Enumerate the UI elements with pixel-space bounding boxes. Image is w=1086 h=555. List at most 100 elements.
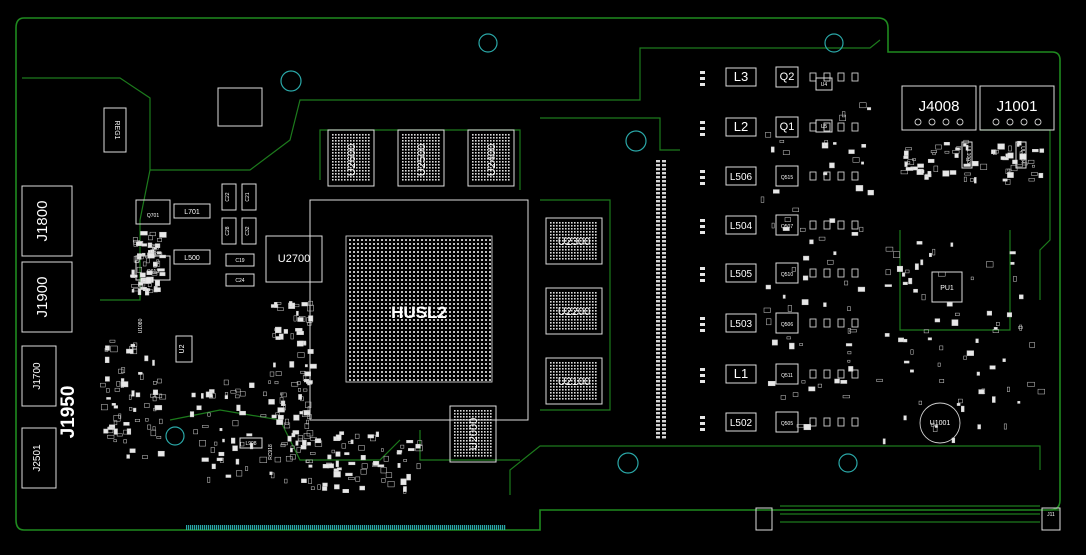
inductor-l1: L1	[700, 364, 757, 384]
inductor-l506: L506	[700, 166, 757, 186]
capacitor-c21: C21	[241, 183, 257, 211]
svg-text:U1080: U1080	[138, 318, 144, 333]
regulator-reg1: REG1	[103, 107, 127, 153]
svg-text:J11: J11	[1047, 512, 1055, 518]
svg-text:Q701: Q701	[147, 213, 159, 219]
svg-text:U4: U4	[821, 82, 828, 88]
mounting-hole	[478, 33, 498, 53]
connector-j1950: J1950	[58, 386, 79, 439]
transistor-q701: Q701	[135, 199, 171, 225]
svg-text:Q510: Q510	[781, 272, 793, 278]
svg-text:J1001: J1001	[997, 98, 1038, 115]
connector-j1001: J1001	[979, 85, 1055, 131]
svg-text:RC918: RC918	[268, 444, 274, 460]
ic-u1001: U1001	[919, 402, 961, 444]
transistor-q510: Q510	[775, 262, 859, 284]
memory-chip: U2300	[545, 217, 603, 265]
svg-text:L3: L3	[734, 69, 748, 84]
svg-text:U2700: U2700	[278, 253, 310, 265]
svg-text:PU1: PU1	[940, 285, 954, 292]
connector-j1700: J1700	[21, 345, 57, 407]
transistor-q515: Q515	[775, 165, 859, 187]
svg-text:L500: L500	[184, 255, 200, 262]
memory-chip: U2100	[545, 357, 603, 405]
memory-chip: U2000	[449, 405, 497, 463]
svg-text:J1900: J1900	[34, 277, 51, 318]
inductor-l500: L500	[173, 249, 211, 265]
svg-text:REG1: REG1	[113, 120, 120, 139]
svg-text:J2501: J2501	[32, 444, 43, 472]
memory-chip-label: U2300	[558, 236, 590, 248]
svg-text:Q1: Q1	[780, 121, 795, 133]
part-u1080: U1080	[138, 318, 144, 333]
part-ul1003: UL1003	[961, 141, 973, 169]
svg-text:L506: L506	[730, 172, 753, 183]
svg-text:C21: C21	[245, 192, 251, 201]
svg-text:L505: L505	[730, 269, 753, 280]
capacitor-c32: C32	[241, 217, 257, 245]
svg-text:C32: C32	[245, 226, 251, 235]
memory-chip-label: U2100	[558, 376, 590, 388]
svg-text:L701: L701	[184, 209, 200, 216]
svg-text:Q515: Q515	[781, 175, 793, 181]
connector-j1900: J1900	[21, 261, 73, 333]
svg-text:J1700: J1700	[32, 362, 43, 390]
memory-chip: U2200	[545, 287, 603, 335]
svg-text:L503: L503	[730, 319, 753, 330]
pcie-edge-connector	[186, 525, 506, 530]
svg-text:L1: L1	[734, 366, 748, 381]
memory-chip: U2600	[327, 129, 375, 187]
svg-text:L504: L504	[730, 221, 753, 232]
mounting-hole	[617, 452, 639, 474]
inductor-l505: L505	[700, 263, 757, 283]
memory-chip-label: U2500	[416, 144, 428, 176]
inductor-l503: L503	[700, 313, 757, 333]
mounting-hole	[824, 33, 844, 53]
memory-chip-label: U2000	[468, 418, 480, 450]
inductor-l701: L701	[173, 203, 211, 219]
transistor-q505: Q505	[775, 411, 859, 433]
svg-text:Q2: Q2	[780, 71, 795, 83]
svg-text:Q506: Q506	[781, 322, 793, 328]
part-rc918: RC918	[268, 444, 274, 460]
inductor-l504: L504	[700, 215, 757, 235]
svg-text:C28: C28	[225, 226, 231, 235]
svg-text:L502: L502	[730, 418, 753, 429]
svg-text:U1001: U1001	[930, 420, 951, 427]
svg-text:J1800: J1800	[34, 201, 51, 242]
gpu-package: HUSL2	[309, 199, 529, 421]
ic-u2: U2	[175, 335, 193, 363]
ic-u2700: U2700	[265, 235, 323, 283]
gpu-label: HUSL2	[391, 303, 447, 322]
svg-text:C22: C22	[225, 192, 231, 201]
mounting-hole	[280, 70, 302, 92]
inductor-l502: L502	[700, 412, 757, 432]
svg-text:C19: C19	[235, 258, 244, 264]
svg-text:Q505: Q505	[781, 421, 793, 427]
inductor-l3: L3	[700, 67, 757, 87]
memory-chip-label: U2200	[558, 306, 590, 318]
svg-text:U5: U5	[821, 124, 828, 130]
svg-text:C24: C24	[235, 278, 244, 284]
inductor-l2: L2	[700, 117, 757, 137]
memory-chip-label: U2600	[346, 144, 358, 176]
mounting-hole	[838, 453, 858, 473]
svg-text:J4008: J4008	[919, 98, 960, 115]
transistor-q2: Q2	[775, 66, 859, 88]
ic-u5: U5	[815, 119, 833, 133]
capacitor-c22: C22	[221, 183, 237, 211]
capacitor-c28: C28	[221, 217, 237, 245]
connector-j2501: J2501	[21, 427, 57, 489]
ic-u4: U4	[815, 77, 833, 91]
svg-text:Q613: Q613	[147, 269, 159, 275]
mounting-hole	[165, 426, 185, 446]
connector-j1800: J1800	[21, 185, 73, 257]
memory-chip: U2500	[397, 129, 445, 187]
connector-j4008: J4008	[901, 85, 977, 131]
transistor-q511: Q511	[775, 363, 859, 385]
svg-text:UL1003: UL1003	[965, 146, 971, 164]
transistor-q1: Q1	[775, 116, 859, 138]
transistor-q506: Q506	[775, 312, 859, 334]
mounting-hole	[625, 130, 647, 152]
